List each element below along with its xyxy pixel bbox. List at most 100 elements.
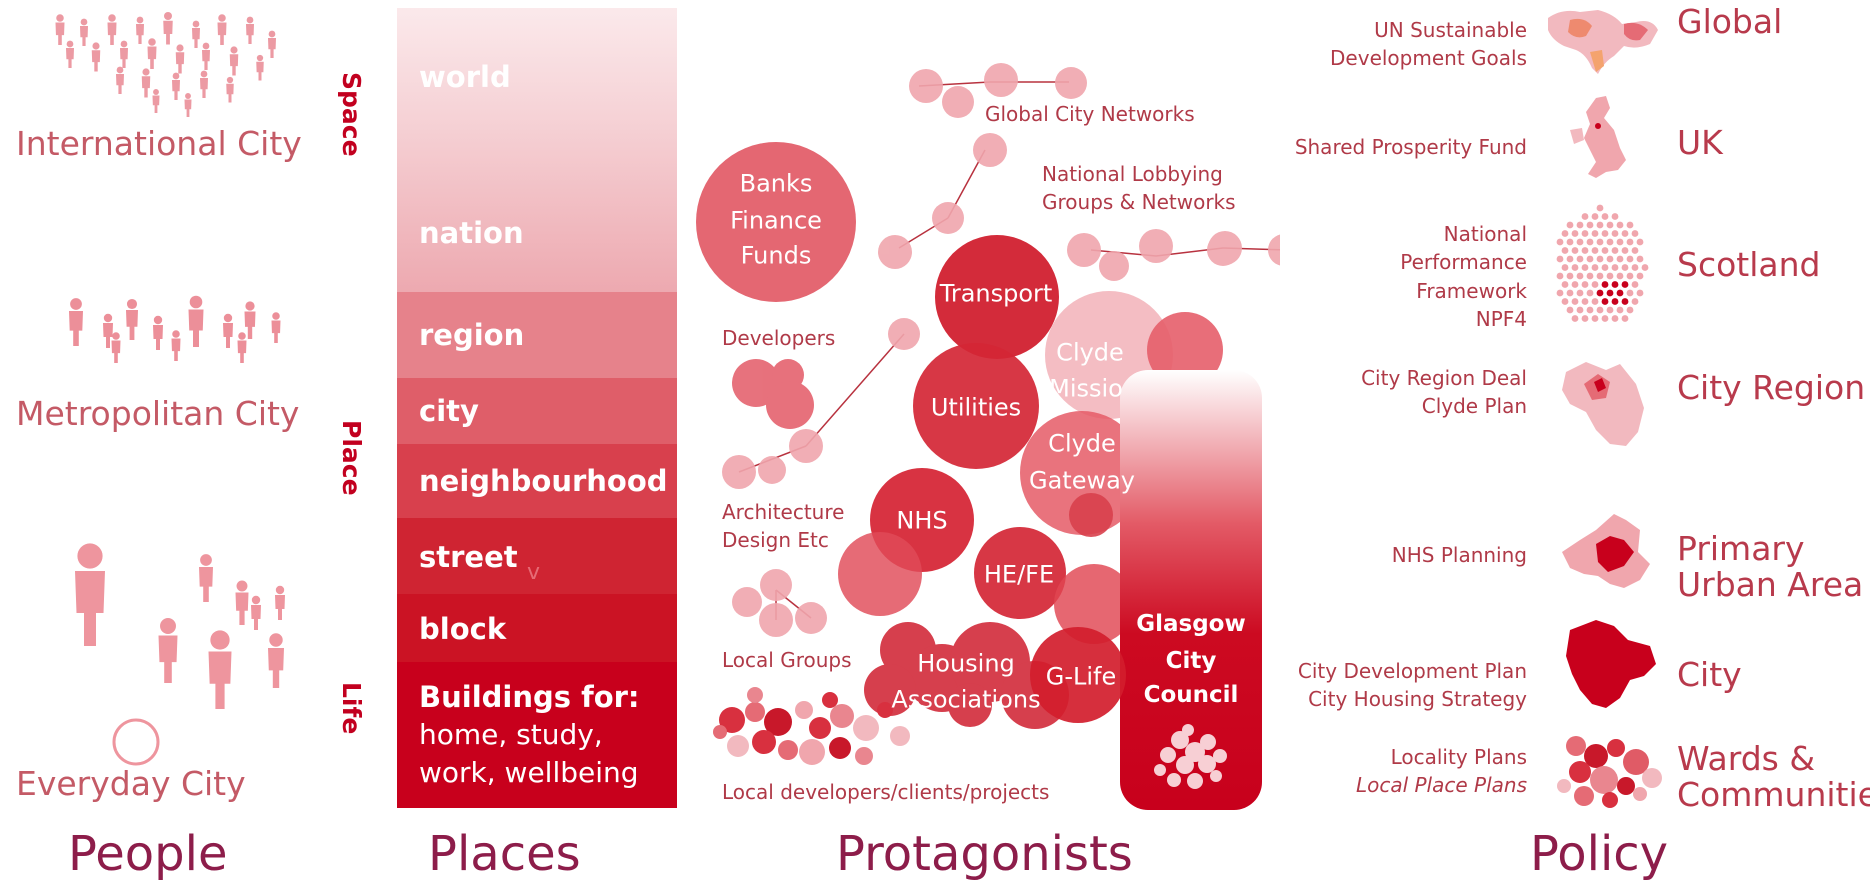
- places-heading: Places: [428, 826, 581, 882]
- un-goals-line2: Development Goals: [1330, 46, 1527, 71]
- people-heading: People: [68, 826, 228, 882]
- local-developers-dots: [713, 687, 910, 765]
- band-neighbourhood-label: neighbourhood: [419, 464, 668, 498]
- city-map-icon: [1566, 620, 1656, 708]
- primary-urban-area-label: Primary Urban Area: [1677, 529, 1864, 605]
- wards-line2: Communities: [1677, 775, 1870, 815]
- nhs-side-bubble: [838, 532, 922, 616]
- band-buildings: Buildings for: home, study, work, wellbe…: [397, 662, 677, 808]
- protagonists-heading: Protagonists: [836, 826, 1133, 882]
- cdp-line2: City Housing Strategy: [1308, 687, 1527, 712]
- scotland-dots-icon: [1556, 204, 1649, 322]
- network-nodes: [722, 63, 1280, 637]
- banks-label-2: Finance: [730, 206, 822, 235]
- developers-bubbles: [732, 359, 814, 429]
- band-street-label: street: [419, 540, 518, 574]
- band-world-label: world: [419, 60, 511, 94]
- local-groups-label: Local Groups: [722, 648, 852, 672]
- transport-bubble: [935, 235, 1059, 359]
- global-networks-label: Global City Networks: [985, 102, 1195, 126]
- hefe-label: HE/FE: [983, 560, 1055, 589]
- npf-line2: Performance: [1400, 250, 1527, 275]
- council-label-2: City: [1165, 648, 1217, 675]
- locality-line2: Local Place Plans: [1355, 773, 1527, 798]
- clyde-gateway-label-1: Clyde: [1048, 429, 1116, 458]
- band-region: region: [397, 292, 677, 378]
- band-street: street v: [397, 518, 677, 594]
- buildings-line2: work, wellbeing: [419, 756, 639, 789]
- developers-label: Developers: [722, 326, 836, 350]
- uk-map-icon: [1570, 96, 1626, 178]
- npf-line3: Framework: [1416, 278, 1527, 303]
- buildings-title: Buildings for:: [419, 680, 640, 714]
- locality-plans-label: Locality Plans Local Place Plans: [1356, 743, 1527, 800]
- international-city-label: International City: [16, 124, 302, 163]
- wards-line1: Wards &: [1677, 739, 1816, 778]
- housing-bubbles: [864, 622, 1069, 729]
- crd-line1: City Region Deal: [1361, 366, 1527, 390]
- banks-bubble: [696, 142, 856, 302]
- band-city: city: [397, 378, 677, 444]
- locality-line1: Locality Plans: [1390, 745, 1527, 769]
- crd-line2: Clyde Plan: [1421, 394, 1527, 419]
- banks-label-3: Funds: [740, 241, 812, 270]
- architecture-label-1: Architecture: [722, 500, 845, 524]
- everyday-crowd-icon: [75, 543, 285, 766]
- council-label-3: Council: [1143, 682, 1239, 709]
- lobbying-label-1: National Lobbying: [1042, 162, 1223, 186]
- metropolitan-city-label: Metropolitan City: [16, 394, 300, 433]
- city-label: City: [1677, 655, 1742, 694]
- nhs-label: NHS: [896, 506, 948, 535]
- clyde-gateway-label-2: Gateway: [1028, 466, 1136, 495]
- policy-heading: Policy: [1530, 826, 1669, 882]
- glife-bubble: [1030, 627, 1126, 723]
- wards-label: Wards & Communities: [1677, 739, 1870, 815]
- pua-line2: Urban Area: [1677, 565, 1864, 605]
- band-nation-label: nation: [419, 216, 524, 250]
- npf-label: National Performance Framework NPF4: [1400, 220, 1527, 334]
- axis-space-label: Space: [337, 72, 366, 157]
- cdp-line1: City Development Plan: [1297, 659, 1527, 683]
- clyde-gateway-bubble: [1020, 411, 1144, 535]
- glife-label: G-Life: [1045, 662, 1117, 691]
- international-crowd-icon: [55, 12, 276, 117]
- band-block: block: [397, 594, 677, 662]
- city-region-map-icon: [1562, 362, 1644, 446]
- utilities-bubble: [913, 343, 1039, 469]
- places-scale: world nation region city neighbourhood s…: [397, 8, 677, 808]
- council-label-1: Glasgow: [1136, 611, 1246, 638]
- clyde-mission-side-bubble: [1147, 312, 1223, 388]
- spf-label: Shared Prosperity Fund: [1294, 135, 1527, 159]
- local-developers-label: Local developers/clients/projects: [722, 780, 1050, 804]
- utilities-label: Utilities: [930, 393, 1022, 422]
- city-region-label: City Region: [1677, 368, 1866, 407]
- primary-urban-area-map-icon: [1562, 514, 1650, 588]
- metropolitan-crowd-icon: [69, 295, 281, 363]
- buildings-line1: home, study,: [419, 718, 603, 751]
- band-city-label: city: [419, 394, 479, 428]
- nhs-planning-label: NHS Planning: [1391, 543, 1527, 567]
- council-block: [1120, 370, 1262, 810]
- band-neighbourhood: neighbourhood: [397, 444, 677, 518]
- architecture-label-2: Design Etc: [722, 528, 829, 552]
- protagonists-network: [696, 63, 1280, 810]
- banks-label-1: Banks: [739, 169, 813, 198]
- uk-label: UK: [1677, 123, 1723, 162]
- city-development-plan-label: City Development Plan City Housing Strat…: [1298, 657, 1527, 714]
- city-region-deal-label: City Region Deal Clyde Plan: [1361, 364, 1527, 421]
- axis-life-label: Life: [337, 682, 366, 735]
- band-nation: nation: [397, 132, 677, 292]
- npf-line4: NPF4: [1475, 307, 1527, 332]
- band-block-label: block: [419, 612, 507, 646]
- axis-place-label: Place: [337, 420, 366, 496]
- un-goals-label: UN Sustainable Development Goals: [1330, 16, 1527, 73]
- scotland-label: Scotland: [1677, 245, 1821, 284]
- lobbying-label-2: Groups & Networks: [1042, 190, 1236, 214]
- global-label: Global: [1677, 2, 1783, 41]
- pua-line1: Primary: [1677, 529, 1805, 568]
- world-map-icon: [1548, 10, 1658, 74]
- npf-line1: National: [1443, 222, 1527, 246]
- stray-mark: v: [527, 560, 541, 585]
- clyde-mission-label-2: Missio: [1049, 374, 1123, 403]
